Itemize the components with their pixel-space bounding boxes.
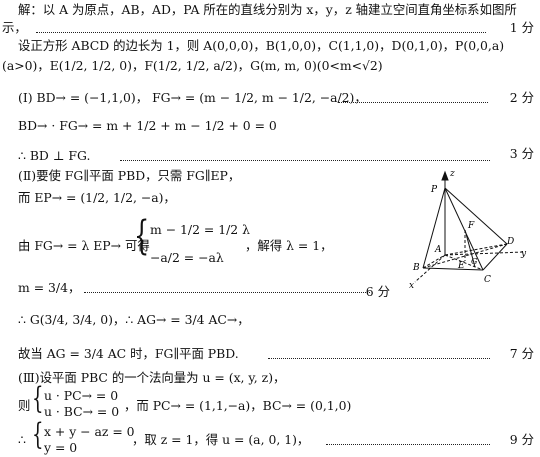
label-p: P	[430, 185, 438, 195]
equation-line: m − 1/2 = 1/2 λ	[150, 222, 250, 237]
system-brace: {	[134, 213, 150, 259]
text-line: ∴	[18, 432, 26, 447]
equation-line: u · PC→ = 0	[44, 388, 119, 403]
text-line: 设正方形 ABCD 的边长为 1，则 A(0,0,0)，B(1,0,0)，C(1…	[18, 38, 505, 53]
equation-line: y = 0	[44, 440, 78, 455]
text-line: ∴ G(3/4, 3/4, 0)，∴ AG→ = 3/4 AC→，	[18, 312, 250, 327]
text-line: (Ⅲ)设平面 PBC 的一个法向量为 u = (x, y, z)，	[18, 370, 286, 385]
score-label: 3 分	[509, 146, 534, 161]
text-line: 则	[18, 398, 31, 413]
system-brace: {	[32, 417, 44, 452]
text-line: 示，	[2, 20, 27, 35]
leader-dots	[326, 444, 490, 445]
leader-dots	[84, 292, 370, 293]
text-line: 解：以 A 为原点，AB，AD，PA 所在的直线分别为 x，y，z 轴建立空间直…	[18, 2, 517, 17]
label-d: D	[506, 237, 514, 247]
label-x: x	[409, 281, 414, 291]
leader-dots	[338, 102, 488, 103]
label-c: C	[484, 275, 491, 285]
label-e: E	[457, 261, 465, 271]
label-a: A	[434, 245, 442, 255]
text-line: 由 FG→ = λ EP→ 可得	[18, 238, 150, 253]
text-line: ，解得 λ = 1，	[245, 238, 333, 253]
label-g: G	[471, 257, 478, 266]
system-brace: {	[32, 381, 44, 416]
leader-dots	[36, 32, 486, 33]
pyramid-figure: z P F A D y E G B C x	[409, 169, 527, 291]
text-line: (Ⅱ)要使 FG∥平面 PBD，只需 FG∥EP，	[18, 168, 241, 183]
text-line: BD→ · FG→ = m + 1/2 + m − 1/2 + 0 = 0	[18, 118, 277, 133]
leader-dots	[268, 358, 490, 359]
text-line: 故当 AG = 3/4 AC 时，FG∥平面 PBD.	[18, 346, 239, 361]
score-label: 9 分	[509, 432, 534, 447]
text-line: 而 EP→ = (1/2, 1/2, −a)，	[18, 190, 176, 205]
label-f: F	[467, 221, 475, 231]
label-z: z	[449, 169, 455, 179]
text-line: ，而 PC→ = (1,1,−a)，BC→ = (0,1,0)	[124, 398, 352, 413]
text-line: ，取 z = 1，得 u = (a, 0, 1)，	[132, 432, 310, 447]
score-label: 2 分	[509, 90, 534, 105]
score-label: 6 分	[365, 284, 390, 299]
text-line: (Ⅰ) BD→ = (−1,1,0)， FG→ = (m − 1/2, m − …	[18, 90, 367, 105]
label-y: y	[520, 249, 527, 259]
score-label: 7 分	[509, 346, 534, 361]
equation-line: u · BC→ = 0	[44, 404, 120, 419]
label-b: B	[412, 263, 420, 273]
equation-line: −a/2 = −aλ	[150, 250, 224, 265]
text-line: ∴ BD ⊥ FG.	[18, 148, 91, 163]
text-line: (a>0)，E(1/2, 1/2, 0)，F(1/2, 1/2, a/2)，G(…	[2, 58, 383, 73]
text-line: m = 3/4，	[18, 280, 81, 295]
leader-dots	[120, 160, 490, 161]
score-label: 1 分	[509, 20, 534, 35]
equation-line: x + y − az = 0	[44, 424, 135, 439]
